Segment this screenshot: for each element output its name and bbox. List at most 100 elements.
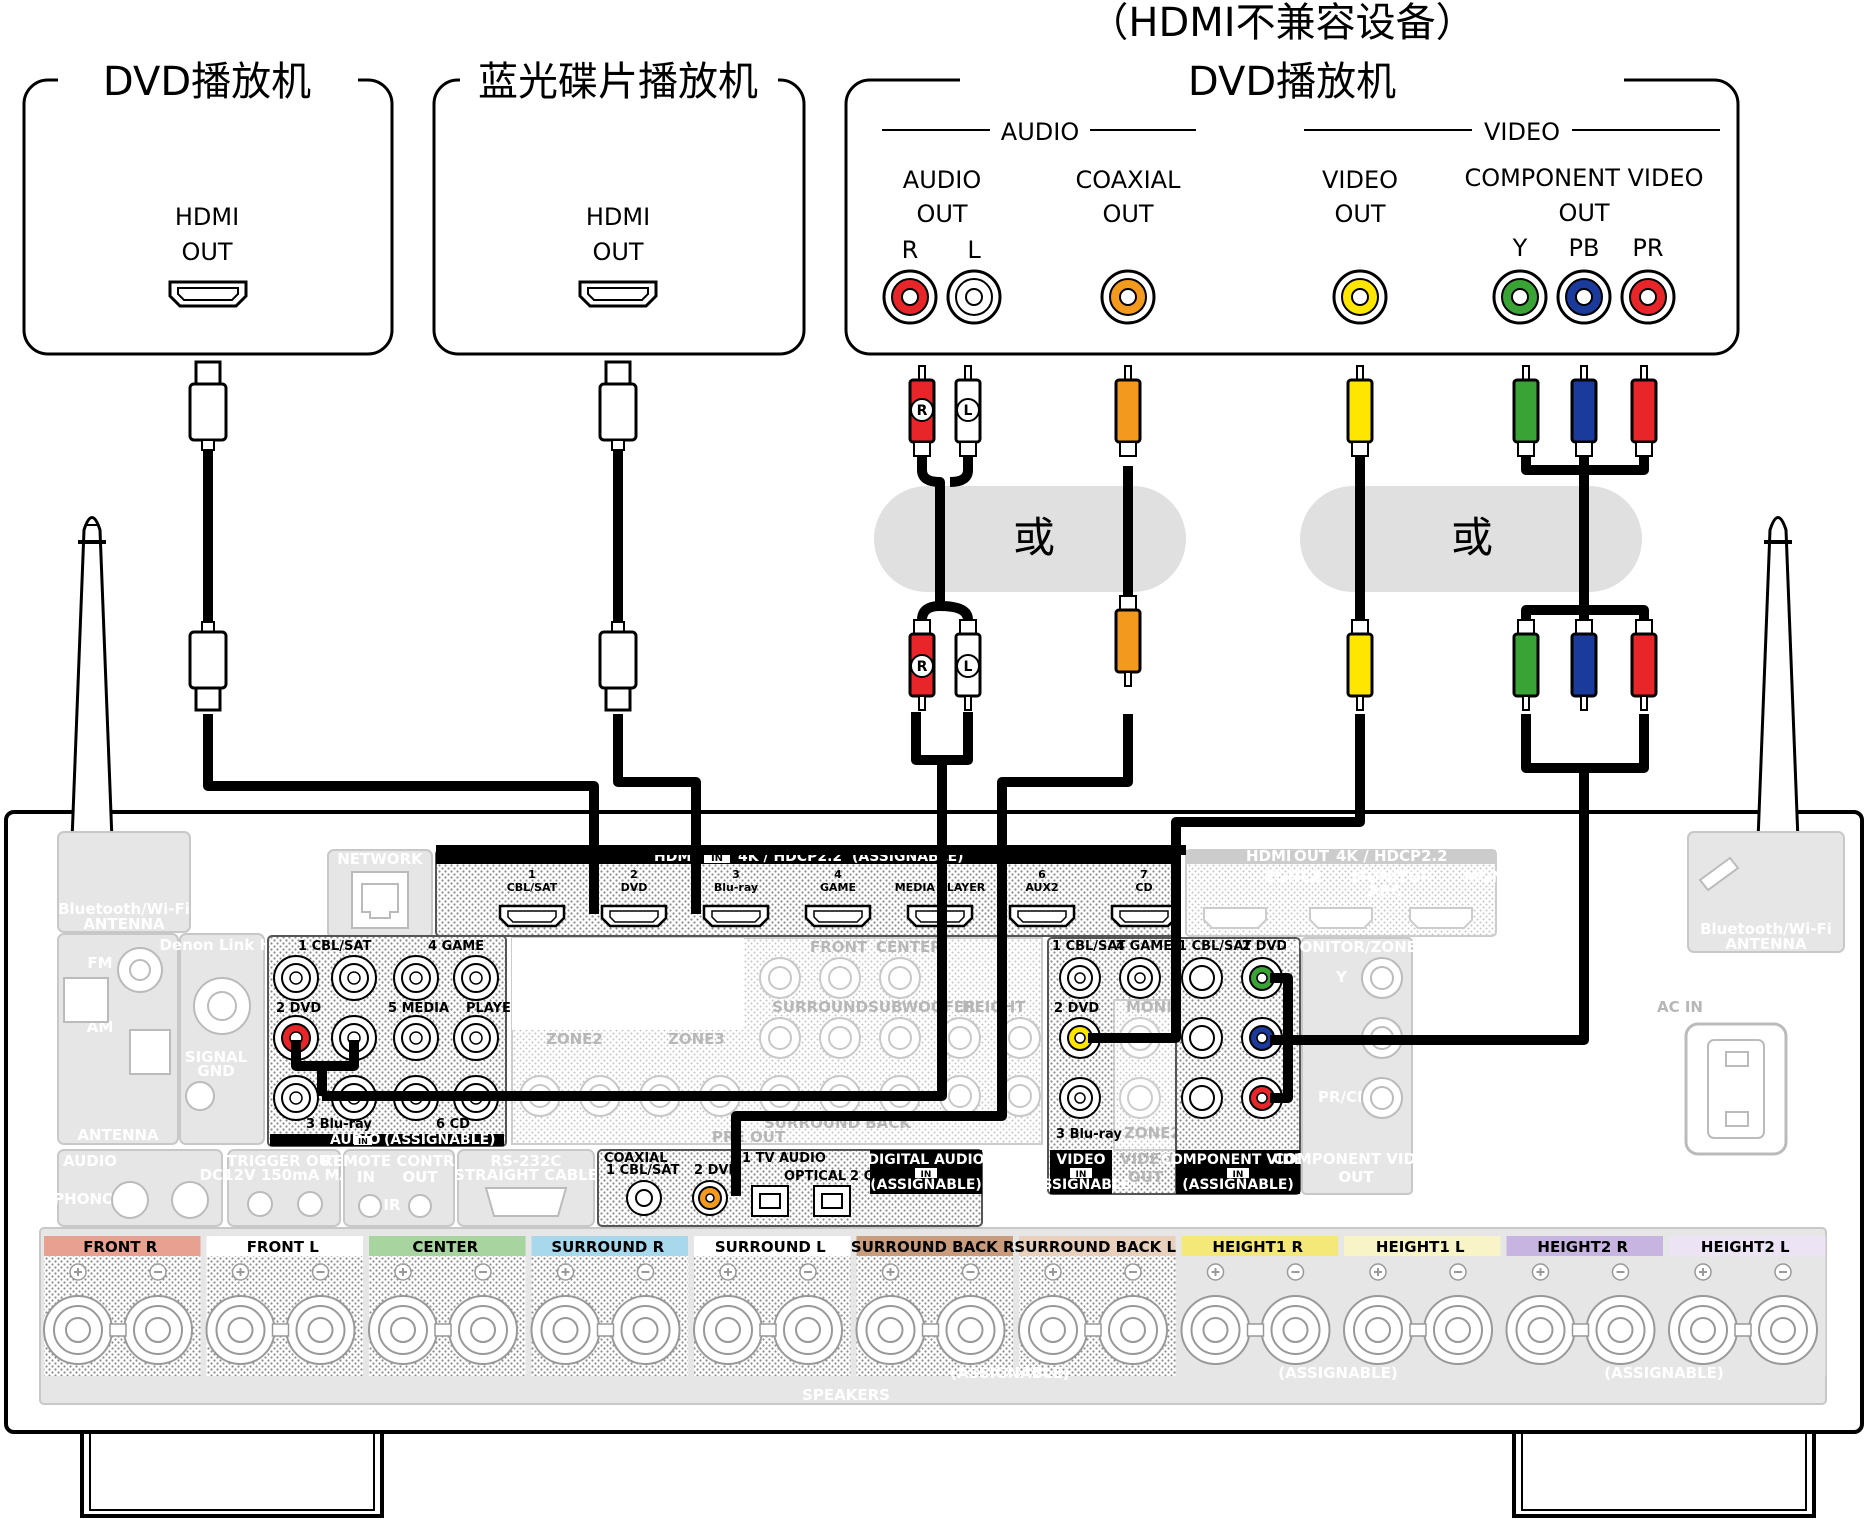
plug-pin	[964, 695, 972, 711]
hdmi-port-inner-icon	[1119, 910, 1169, 923]
hdmi-in-panel: HDMI IN 4K / HDCP2.2 (ASSIGNABLE) 1CBL/S…	[435, 849, 1178, 937]
speakers-label: SPEAKERS	[802, 1386, 890, 1404]
rca-jack-icon	[273, 1075, 319, 1121]
plug-boot	[1517, 441, 1535, 457]
hdmi-port-icon	[578, 280, 658, 308]
terminal-inner	[390, 1317, 416, 1343]
jack-pin	[289, 971, 303, 985]
rca-jack-white-icon	[331, 1015, 377, 1061]
remote-ir-label: IR	[383, 1196, 401, 1214]
speaker-terminal-minus-icon	[610, 1263, 681, 1365]
speaker-label: HEIGHT1 R	[1212, 1238, 1303, 1256]
rca-jack-red-icon	[1241, 1077, 1283, 1119]
hdmi-port-icon	[498, 904, 566, 928]
bt-antenna-label-2: ANTENNA	[1725, 935, 1807, 953]
digital-optical-label: OPTICAL	[784, 1169, 846, 1184]
digital-coaxial-label: COAXIAL	[604, 1151, 668, 1166]
comp-pr-label: PR	[1632, 234, 1663, 262]
hdmi-input-name: CD	[1135, 881, 1152, 894]
hdmi-plug-icon	[598, 360, 638, 451]
plug-pin	[918, 365, 926, 381]
rca-plug-icon: L	[954, 365, 982, 457]
phono-audio-label: AUDIO	[63, 1152, 117, 1170]
hdmi-input-number: 4	[834, 868, 842, 881]
jack-body	[1008, 1084, 1032, 1108]
jack-body	[828, 966, 852, 990]
network-label: NETWORK	[337, 850, 424, 868]
out-label: OUT	[592, 238, 643, 266]
plug-tip	[194, 360, 222, 386]
jack-body	[948, 1026, 972, 1050]
plug-body	[1570, 632, 1598, 698]
terminal-link	[1734, 1323, 1752, 1337]
audio-in-panel: AUDIO IN (ASSIGNABLE) 1 CBL/SAT 4 GAME 2…	[267, 935, 521, 1148]
preout-label: PRE OUT	[712, 1128, 786, 1146]
rca-jack-icon	[453, 1015, 499, 1061]
rca-jack-yellow-icon	[1332, 269, 1388, 325]
speakers-assignable-1: (ASSIGNABLE)	[950, 1364, 1070, 1382]
terminal-inner	[470, 1317, 496, 1343]
video-in-title: VIDEO	[1056, 1152, 1105, 1168]
jack-body	[768, 966, 792, 990]
hdmi-out-header: HDMI	[1246, 847, 1292, 865]
comp-out-pr-label: PR/CR	[1318, 1088, 1369, 1106]
jack-body	[888, 1026, 912, 1050]
jack-body	[768, 1026, 792, 1050]
hdmi-port-icon	[804, 904, 872, 928]
plug-pin	[1356, 365, 1364, 381]
terminal-inner	[1445, 1317, 1471, 1343]
rca-jack-green-icon	[1241, 957, 1283, 999]
plug-pin	[1580, 695, 1588, 711]
terminal-inner	[957, 1317, 984, 1343]
rca-jack-red-icon	[1620, 269, 1676, 325]
rca-plug-icon: R	[908, 619, 936, 711]
legacy-note: （HDMI不兼容设备）	[1088, 0, 1475, 46]
plug-mark	[956, 398, 980, 422]
audio-in-dvd-label: 2 DVD	[276, 1001, 321, 1016]
audio-in-badge: IN	[358, 1137, 368, 1146]
antenna-terminals: FM AM ANTENNA	[57, 933, 179, 1145]
or-oval-audio: 或	[874, 486, 1186, 592]
video-in-badge: IN	[1076, 1170, 1087, 1180]
rca-jack-green-icon	[1492, 269, 1548, 325]
component-in-panel: COMPONENT VIDEO IN (ASSIGNABLE) 1 CBL/SA…	[1161, 937, 1316, 1195]
ch-r-label: R	[902, 236, 919, 264]
jack-body	[828, 1026, 852, 1050]
plug-mark	[910, 654, 934, 678]
hdmi-plug-icon	[598, 621, 638, 712]
speaker-terminal-plus-icon	[43, 1263, 113, 1365]
rca-plug-icon: R	[908, 365, 936, 457]
video-in-game-label: 4 GAME	[1116, 939, 1172, 954]
rs232c-label: RS-232C	[491, 1152, 562, 1170]
audio-in-player-label: PLAYER	[466, 1001, 521, 1016]
terminal-link	[271, 1323, 290, 1337]
speaker-label: HEIGHT2 R	[1537, 1238, 1628, 1256]
terminal-inner	[1120, 1317, 1146, 1343]
audio-in-game-label: 4 GAME	[428, 939, 484, 954]
rca-jack-icon	[1181, 1017, 1223, 1059]
hdmi-port-icon	[1110, 904, 1178, 928]
plug-pin	[918, 695, 926, 711]
rca-plug-icon	[1114, 595, 1142, 687]
bt-antenna-label: Bluetooth/Wi-Fi	[58, 900, 190, 918]
rca-jack-icon	[393, 1015, 439, 1061]
rca-jack-white-icon	[946, 269, 1002, 325]
hdmi-port-icon	[168, 280, 248, 308]
audio-in-cblsat-label: 1 CBL/SAT	[298, 939, 371, 954]
terminal-inner	[1770, 1317, 1796, 1343]
video-out-title: VIDEO	[1120, 1150, 1173, 1168]
audio-out-label-2: OUT	[916, 200, 967, 228]
audio-out-label: AUDIO	[903, 166, 981, 194]
terminal-inner	[877, 1317, 904, 1343]
plug-boot	[913, 619, 931, 635]
video-in-bluray-label: 3 Blu-ray	[1056, 1127, 1122, 1142]
speaker-label-bar	[1181, 1236, 1338, 1256]
speakers-assignable-2: (ASSIGNABLE)	[1278, 1364, 1398, 1382]
speaker-terminal-plus-icon	[1018, 1263, 1088, 1365]
speaker-label-bar	[856, 1236, 1013, 1256]
terminal-inner	[1365, 1317, 1391, 1343]
comp-in-badge: IN	[1233, 1170, 1244, 1180]
hdmi-label: HDMI	[175, 203, 239, 231]
terminal-inner	[1202, 1317, 1229, 1343]
speaker-label-bar	[531, 1236, 688, 1256]
